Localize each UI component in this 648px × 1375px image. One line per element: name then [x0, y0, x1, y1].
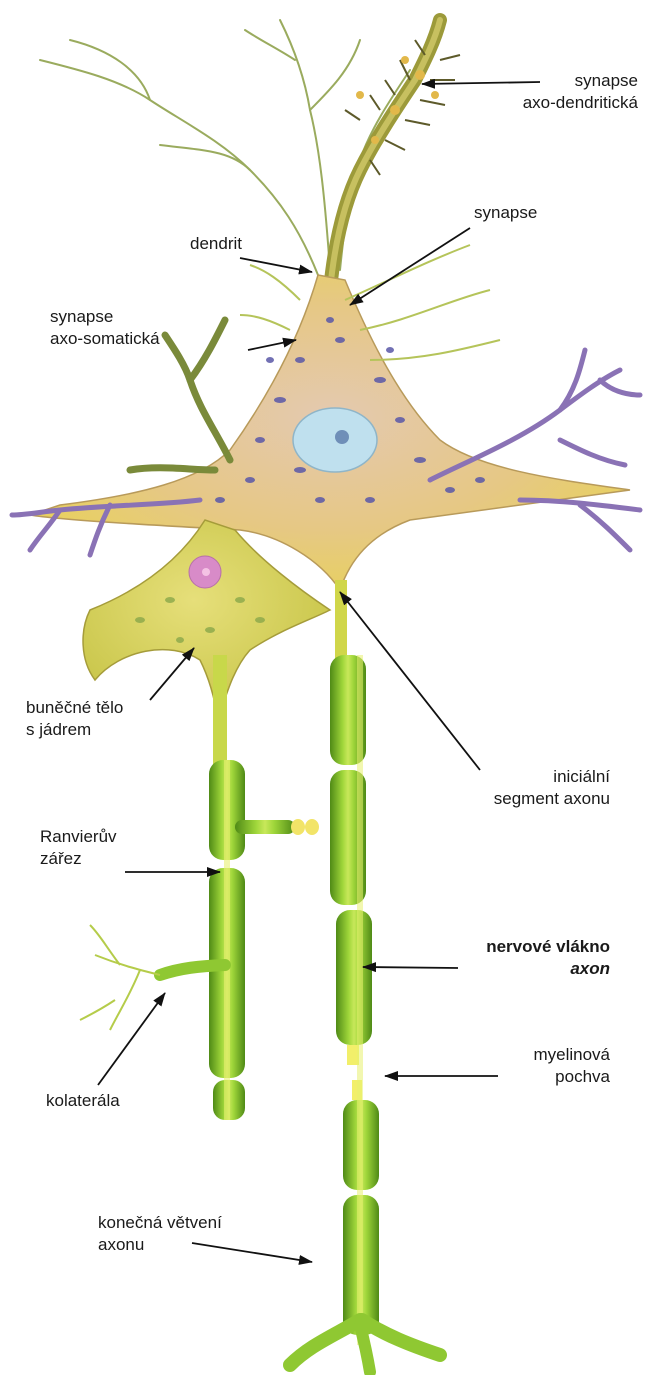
- label-synapse: synapse: [474, 202, 537, 224]
- label-inicialni-segment: iniciální segment axonu: [430, 766, 610, 810]
- label-line: iniciální: [430, 766, 610, 788]
- label-line: synapse: [50, 306, 160, 328]
- label-line: Ranvierův: [40, 826, 117, 848]
- label-line: axon: [440, 958, 610, 980]
- label-kolaterala: kolaterála: [46, 1090, 120, 1112]
- right-dendrites: [430, 350, 640, 550]
- label-line: zářez: [40, 848, 117, 870]
- label-myelinova-pochva: myelinová pochva: [480, 1044, 610, 1088]
- label-nervove-vlakno: nervové vlákno axon: [440, 936, 610, 980]
- label-line: buněčné tělo: [26, 697, 123, 719]
- label-line: myelinová: [480, 1044, 610, 1066]
- label-line: segment axonu: [430, 788, 610, 810]
- small-soma: [83, 520, 330, 720]
- label-bunecne-telo: buněčné tělo s jádrem: [26, 697, 123, 741]
- label-line: s jádrem: [26, 719, 123, 741]
- apical-dendrite: [330, 20, 460, 290]
- label-line: synapse: [520, 70, 638, 92]
- label-synapse-axo-somaticka: synapse axo-somatická: [50, 306, 160, 350]
- label-line: axonu: [98, 1234, 222, 1256]
- nucleus: [293, 408, 377, 472]
- label-line: pochva: [480, 1066, 610, 1088]
- label-line: axo-dendritická: [520, 92, 638, 114]
- label-line: konečná větvení: [98, 1212, 222, 1234]
- label-konecna-vetveni: konečná větvení axonu: [98, 1212, 222, 1256]
- label-synapse-axo-dendriticka: synapse axo-dendritická: [520, 70, 638, 114]
- main-axon: [290, 580, 440, 1372]
- label-ranvieruv-zarez: Ranvierův zářez: [40, 826, 117, 870]
- label-line: nervové vlákno: [440, 936, 610, 958]
- pointer-arrows: [98, 82, 540, 1262]
- label-dendrit: dendrit: [190, 233, 242, 255]
- label-line: axo-somatická: [50, 328, 160, 350]
